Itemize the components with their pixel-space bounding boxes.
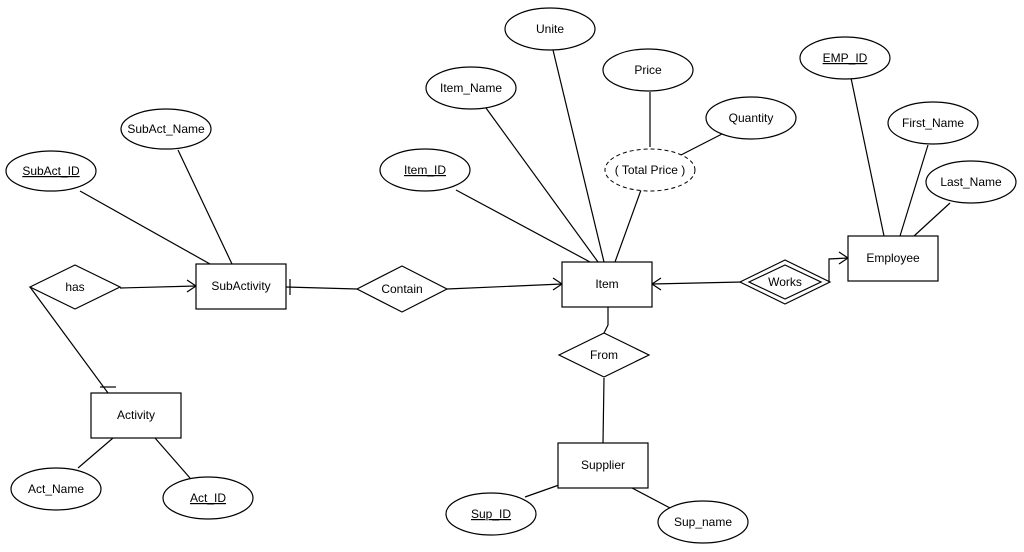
- edge-supplier-supid: [524, 484, 560, 498]
- entity-employee[interactable]: Employee: [847, 235, 939, 282]
- entities: SubActivity Activity Item Employee Suppl…: [90, 235, 939, 489]
- rel-works-identifying[interactable]: Works: [738, 259, 832, 305]
- entity-item[interactable]: Item: [561, 261, 653, 308]
- edge-itemid-item: [455, 189, 591, 263]
- rel-has-label: has: [65, 280, 84, 294]
- edge-has-activity: [29, 286, 109, 394]
- attr-act-name-label: Act_Name: [28, 482, 84, 496]
- edge-item-from: [603, 307, 609, 334]
- attr-act-id[interactable]: Act_ID: [162, 476, 254, 520]
- edge-contain-item: [446, 283, 563, 290]
- attr-last-name-label: Last_Name: [940, 175, 1002, 189]
- edge-supplier-supname: [631, 487, 673, 510]
- edge-subactname-subactivity: [177, 149, 233, 265]
- attr-sup-id[interactable]: Sup_ID: [445, 492, 537, 536]
- edge-lastname-employee: [913, 202, 951, 237]
- attr-unite-label: Unite: [536, 22, 564, 36]
- attr-sup-id-label: Sup_ID: [471, 507, 511, 521]
- entity-employee-label: Employee: [866, 251, 920, 265]
- entity-activity-label: Activity: [117, 408, 155, 422]
- attr-subact-id-label: SubAct_ID: [22, 164, 80, 178]
- entity-activity[interactable]: Activity: [90, 392, 182, 439]
- attr-sup-name[interactable]: Sup_name: [657, 500, 749, 544]
- edge-subactid-subactivity: [79, 190, 211, 265]
- edge-item-works: [651, 281, 743, 285]
- edge-firstname-employee: [899, 144, 929, 237]
- attributes: SubAct_ID SubAct_Name Act_Name Act_ID It…: [5, 7, 1017, 544]
- attr-item-name-label: Item_Name: [440, 81, 502, 95]
- entity-item-label: Item: [595, 277, 618, 291]
- edge-totalprice-item: [614, 189, 642, 263]
- edge-from-supplier: [602, 377, 605, 444]
- entity-supplier[interactable]: Supplier: [557, 442, 649, 489]
- relationships: has Contain Works From: [28, 259, 832, 378]
- edge-itemname-item: [485, 107, 599, 263]
- edge-activity-actname: [77, 437, 114, 469]
- attr-emp-id[interactable]: EMP_ID: [799, 36, 891, 80]
- rel-contain[interactable]: Contain: [355, 265, 449, 313]
- attr-subact-name-label: SubAct_Name: [127, 122, 205, 136]
- attr-act-id-label: Act_ID: [190, 491, 226, 505]
- edge-empid-employee: [850, 77, 885, 237]
- attr-quantity-label: Quantity: [729, 111, 774, 125]
- entity-subactivity[interactable]: SubActivity: [195, 263, 287, 310]
- attr-item-id-label: Item_ID: [404, 163, 446, 177]
- entity-subactivity-label: SubActivity: [211, 279, 270, 293]
- rel-contain-label: Contain: [381, 282, 422, 296]
- rel-has[interactable]: has: [28, 264, 122, 310]
- edge-subactivity-contain: [285, 286, 358, 290]
- attr-emp-id-label: EMP_ID: [823, 51, 868, 65]
- entity-supplier-label: Supplier: [581, 458, 625, 472]
- attr-subact-id[interactable]: SubAct_ID: [5, 150, 97, 192]
- rel-from[interactable]: From: [557, 332, 651, 378]
- attr-last-name[interactable]: Last_Name: [925, 160, 1017, 204]
- attr-item-name[interactable]: Item_Name: [425, 66, 517, 110]
- attr-first-name-label: First_Name: [902, 116, 964, 130]
- rel-from-label: From: [590, 348, 618, 362]
- edge-has-subactivity: [119, 285, 197, 289]
- edge-works-employee: [828, 257, 849, 282]
- attr-unite[interactable]: Unite: [504, 7, 596, 51]
- rel-works-label: Works: [768, 275, 802, 289]
- attr-act-name[interactable]: Act_Name: [10, 467, 102, 511]
- edge-activity-actid: [154, 437, 191, 479]
- edge-unite-item: [552, 49, 605, 263]
- connectors: [29, 49, 951, 510]
- edge-quantity-totalprice: [678, 133, 723, 157]
- attr-quantity[interactable]: Quantity: [705, 96, 797, 140]
- attr-subact-name[interactable]: SubAct_Name: [120, 108, 212, 150]
- attr-price[interactable]: Price: [602, 48, 694, 92]
- attr-sup-name-label: Sup_name: [674, 515, 732, 529]
- attr-first-name[interactable]: First_Name: [887, 101, 979, 145]
- attr-price-label: Price: [634, 63, 662, 77]
- attr-total-price-label: ( Total Price ): [615, 163, 685, 177]
- attr-total-price-derived[interactable]: ( Total Price ): [604, 148, 696, 192]
- attr-item-id[interactable]: Item_ID: [379, 148, 471, 192]
